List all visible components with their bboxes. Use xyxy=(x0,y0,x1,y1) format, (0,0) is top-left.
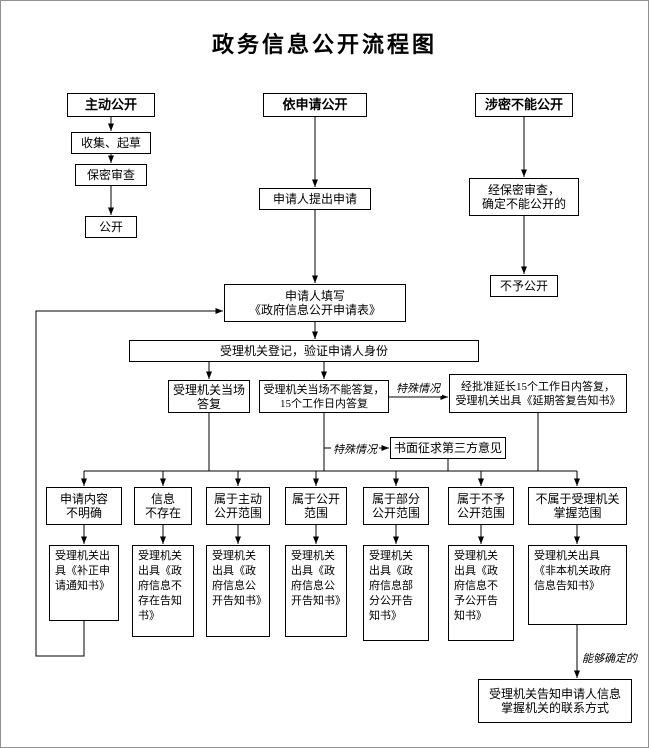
node-register-verify-identity: 受理机关登记，验证申请人身份 xyxy=(129,340,479,362)
node-proactive-disclosure: 主动公开 xyxy=(67,93,155,117)
page-title: 政务信息公开流程图 xyxy=(211,32,437,57)
node-applicant-apply: 申请人提出申请 xyxy=(259,188,371,210)
node-output-disclosure-notice-2: 受理机关出具《政府信息公开告知书》 xyxy=(285,545,347,637)
node-publish: 公开 xyxy=(85,216,137,238)
node-collect-draft: 收集、起草 xyxy=(71,132,151,154)
node-classified-review: 经保密审查， 确定不能公开的 xyxy=(469,178,579,216)
node-output-no-disclosure-notice: 受理机关出具《政府信息不予公开告知书》 xyxy=(448,545,514,641)
node-branch-info-not-exist: 信息 不存在 xyxy=(134,487,192,525)
node-classified-no-disclosure: 涉密不能公开 xyxy=(475,93,573,117)
edge-label-special-case-third-party: 特殊情况 xyxy=(331,441,379,457)
node-request-disclosure: 依申请公开 xyxy=(263,93,367,117)
node-output-disclosure-notice-1: 受理机关出具《政府信息公开告知书》 xyxy=(206,545,270,637)
node-written-third-party-opinion: 书面征求第三方意见 xyxy=(390,437,506,459)
node-branch-no-disclosure-scope: 属于不予 公开范围 xyxy=(448,487,514,525)
node-branch-disclosure-scope: 属于公开 范围 xyxy=(285,487,347,525)
node-output-partial-disclosure-notice: 受理机关出具《政府信息部分公开告知书》 xyxy=(363,545,429,641)
edge-label-special-case-extend: 特殊情况 xyxy=(394,380,442,396)
node-branch-not-held-by-agency: 不属于受理机关 掌握范围 xyxy=(528,487,627,525)
node-branch-unclear-content: 申请内容 不明确 xyxy=(46,487,122,525)
node-fill-application-form: 申请人填写 《政府信息公开申请表》 xyxy=(224,284,406,322)
node-no-disclosure: 不予公开 xyxy=(490,275,558,297)
node-branch-partial-scope: 属于部分 公开范围 xyxy=(363,487,429,525)
node-secrecy-review: 保密审查 xyxy=(75,164,147,186)
node-extended-reply-notice: 经批准延长15个工作日内答复， 受理机关出具《延期答复告知书》 xyxy=(449,374,627,413)
node-branch-proactive-scope: 属于主动 公开范围 xyxy=(206,487,270,525)
node-onsite-reply: 受理机关当场 答复 xyxy=(168,380,250,413)
node-output-correction-notice: 受理机关出具《补正申请通知书》 xyxy=(49,545,119,621)
node-output-not-exist-notice: 受理机关出具《政府信息不存在告知书》 xyxy=(132,545,194,637)
node-output-other-agency-notice: 受理机关出具《非本机关政府信息告知书》 xyxy=(528,545,627,625)
edge-label-able-to-determine: 能够确定的 xyxy=(580,650,639,666)
node-contact-info: 受理机关告知申请人信息 掌握机关的联系方式 xyxy=(478,679,632,723)
node-reply-within-15-days: 受理机关当场不能答复， 15个工作日内答复 xyxy=(259,380,389,413)
